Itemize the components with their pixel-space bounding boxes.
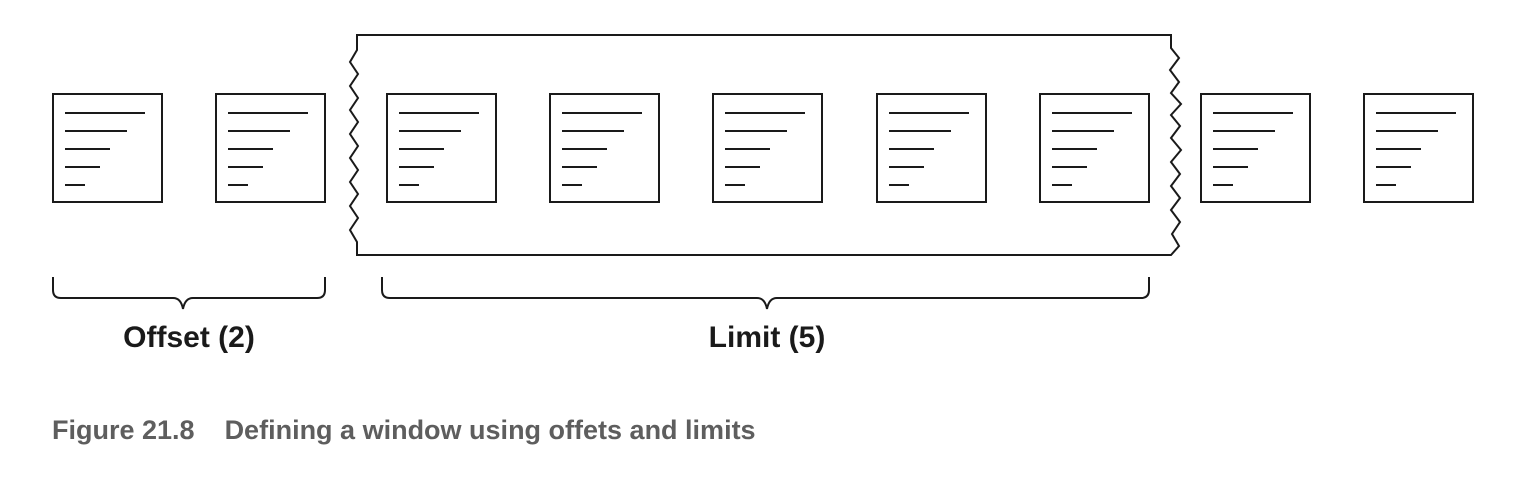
limit-brace [381,277,1150,310]
document-icon [1200,93,1311,203]
documents-row [52,93,1474,203]
figure-caption-text: Defining a window using offets and limit… [224,415,756,445]
document-icon [215,93,326,203]
document-icon [52,93,163,203]
window-frame [348,34,1183,256]
document-icon [1363,93,1474,203]
offset-label: Offset (2) [123,321,255,354]
offset-limit-diagram: Offset (2) Limit (5) [52,34,1474,354]
document-icon [1039,93,1150,203]
document-icon [549,93,660,203]
limit-label: Limit (5) [709,321,826,354]
figure-number: Figure 21.8 [52,415,195,445]
document-icon [386,93,497,203]
document-icon [712,93,823,203]
figure-caption: Figure 21.8 Defining a window using offet… [52,415,756,446]
document-icon [876,93,987,203]
offset-brace [52,277,326,310]
